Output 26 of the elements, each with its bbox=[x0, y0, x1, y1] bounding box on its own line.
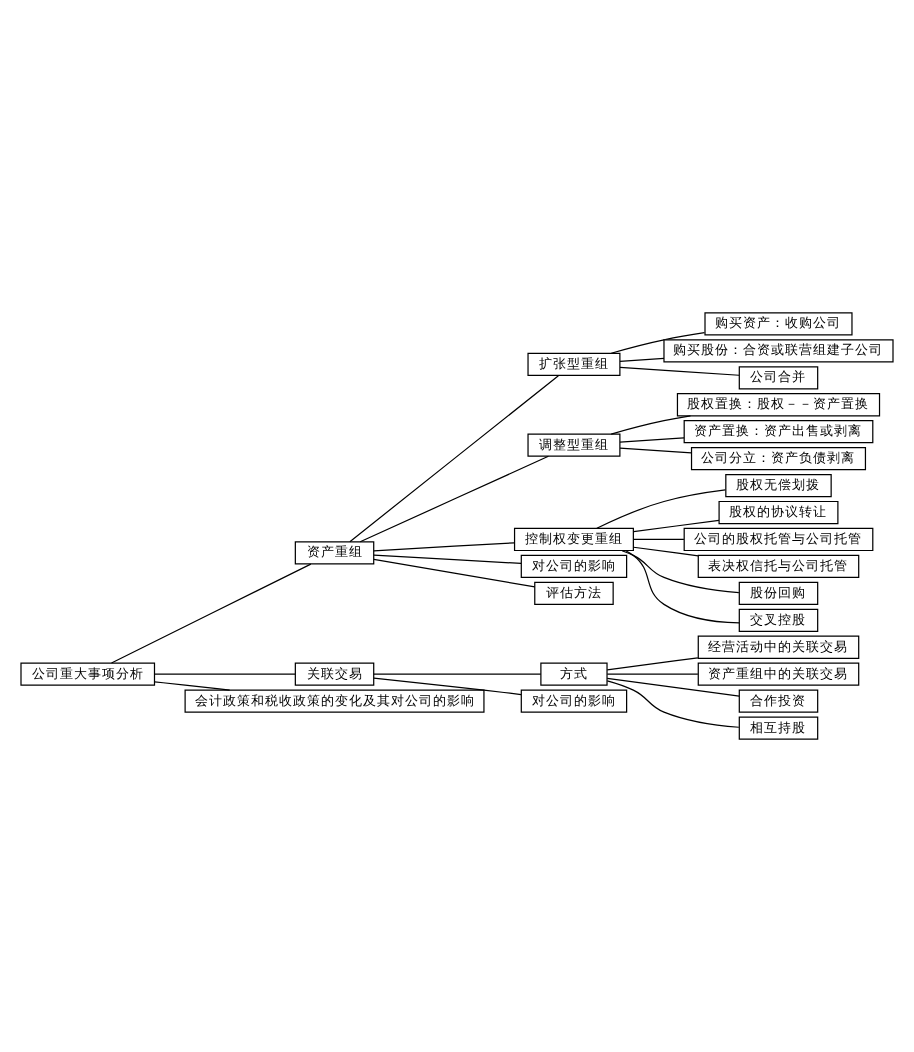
connector bbox=[619, 447, 693, 454]
connector bbox=[110, 563, 312, 664]
connector bbox=[349, 375, 559, 543]
connector bbox=[633, 538, 685, 541]
connector bbox=[359, 455, 549, 543]
connector bbox=[606, 673, 699, 675]
connector bbox=[621, 550, 740, 594]
connector bbox=[606, 680, 740, 728]
connector bbox=[373, 554, 522, 565]
connector bbox=[633, 546, 699, 557]
connector bbox=[154, 681, 231, 691]
connector bbox=[373, 677, 522, 696]
connector bbox=[619, 366, 740, 376]
connector bbox=[373, 673, 542, 675]
connector bbox=[606, 657, 699, 671]
connector bbox=[606, 677, 740, 697]
connector bbox=[373, 558, 536, 588]
connector bbox=[610, 332, 706, 354]
connector bbox=[610, 415, 692, 435]
connector bbox=[596, 489, 726, 529]
connector bbox=[619, 437, 685, 443]
connector bbox=[373, 542, 515, 552]
connector bbox=[625, 550, 740, 624]
connector bbox=[633, 519, 720, 533]
connector bbox=[154, 673, 296, 675]
connector bbox=[619, 357, 665, 362]
